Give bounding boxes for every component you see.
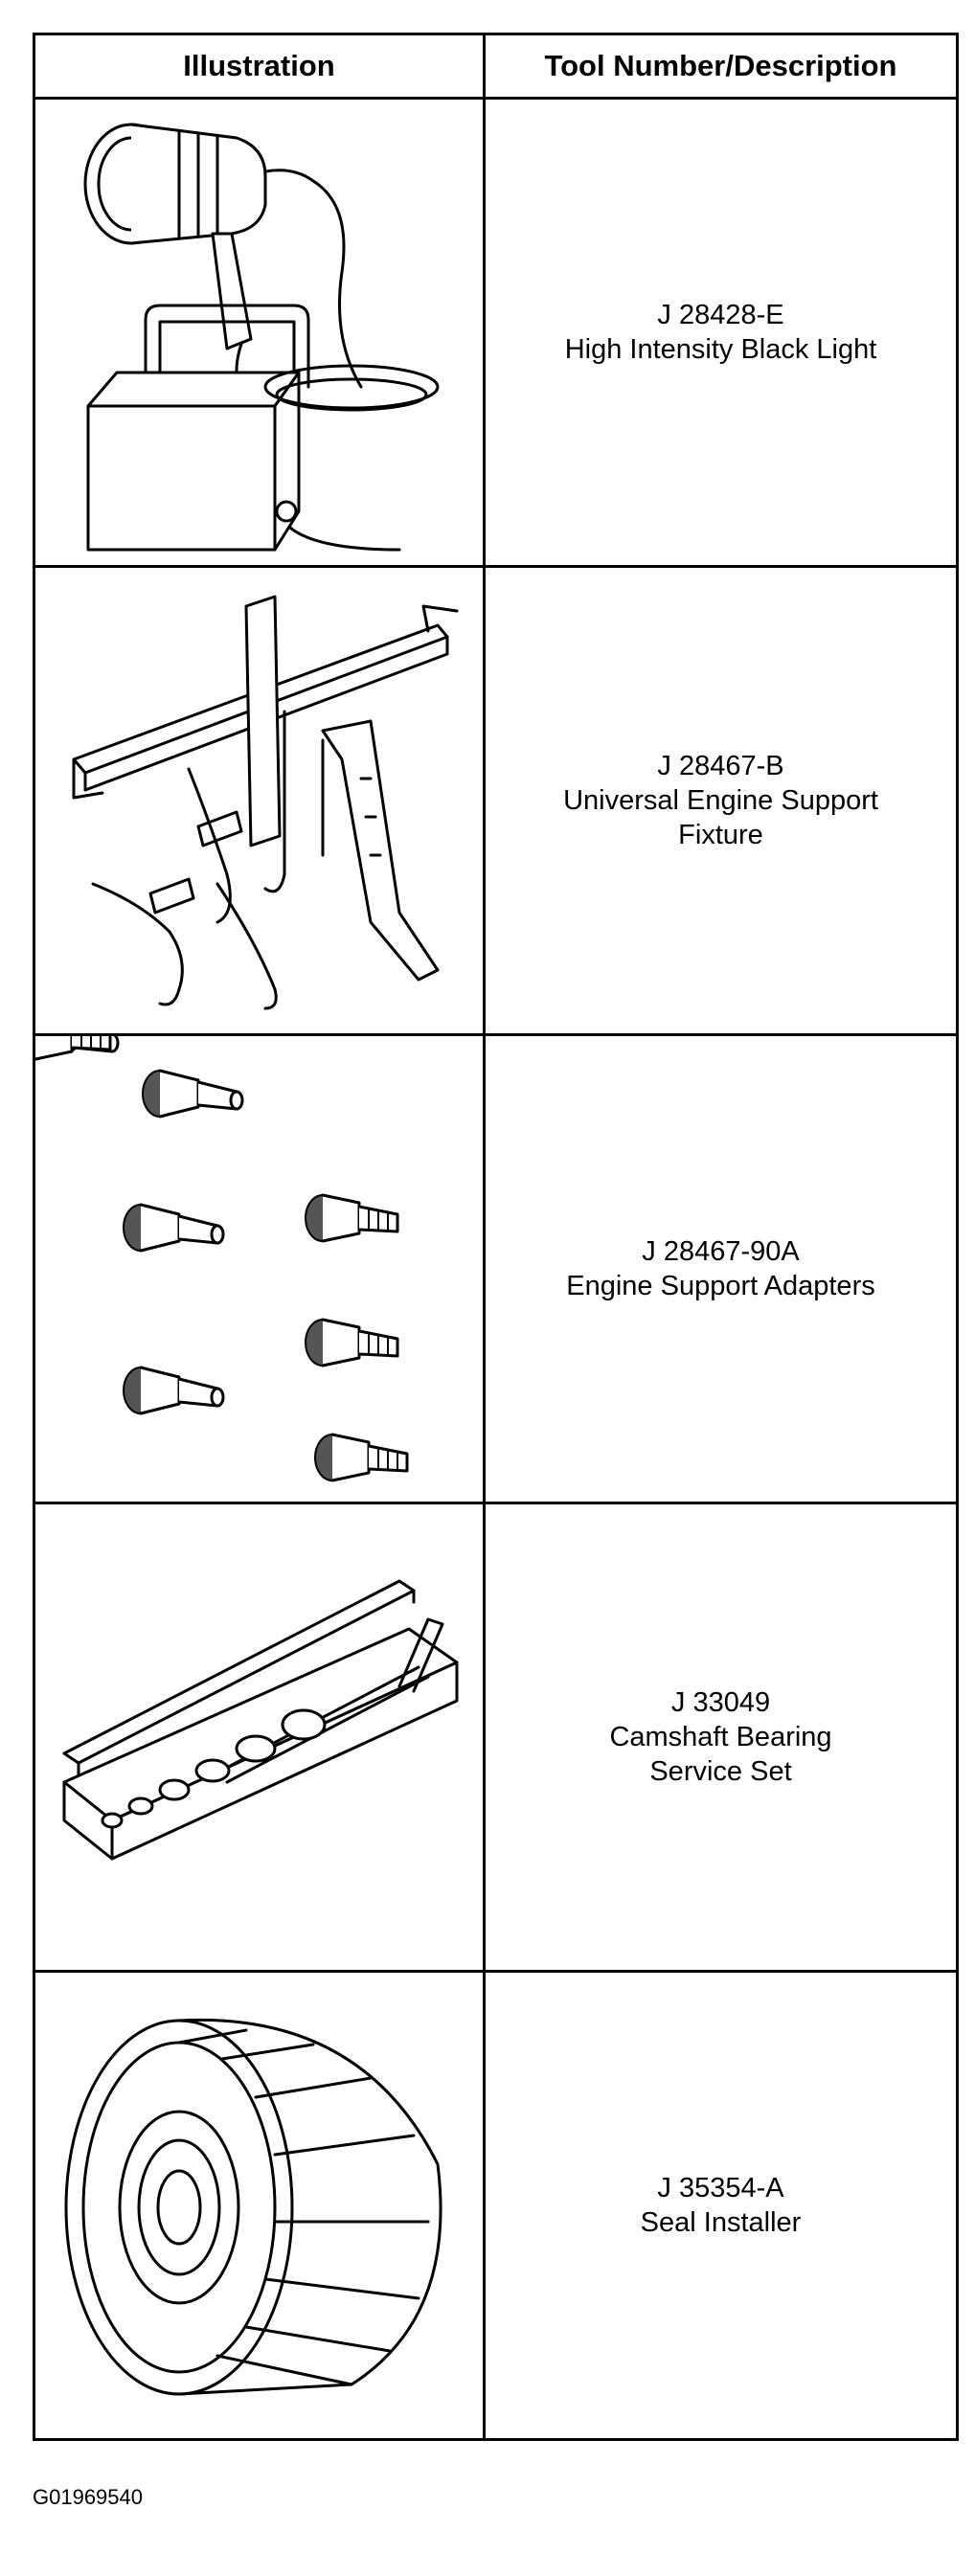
black-light-icon xyxy=(83,123,440,552)
table-row: J 28467-B Universal Engine Support Fixtu… xyxy=(33,565,959,1036)
tool-description-line: Service Set xyxy=(649,1756,792,1787)
header-tool-description: Tool Number/Description xyxy=(483,33,959,100)
tool-number: J 28467-90A xyxy=(642,1236,800,1267)
table-header-row: Illustration Tool Number/Description xyxy=(33,33,959,100)
table-row: J 28467-90A Engine Support Adapters xyxy=(33,1033,959,1504)
special-tools-table: Illustration Tool Number/Description xyxy=(33,33,959,2441)
illustration-cell xyxy=(33,565,486,1036)
illustration-cell xyxy=(33,1033,486,1504)
tool-number: J 28428-E xyxy=(657,300,784,330)
illustration-cell xyxy=(33,1970,486,2441)
illustration-cell xyxy=(33,97,486,568)
header-illustration: Illustration xyxy=(33,33,486,100)
figure-id: G01969540 xyxy=(33,2485,143,2509)
engine-support-fixture-icon xyxy=(72,595,459,1010)
tool-description: High Intensity Black Light xyxy=(564,334,877,365)
tool-number: J 35354-A xyxy=(657,2173,784,2203)
tool-description-cell: J 28467-90A Engine Support Adapters xyxy=(483,1033,959,1504)
tool-number: J 28467-B xyxy=(657,751,784,781)
tool-description: Engine Support Adapters xyxy=(566,1271,875,1301)
table-row: J 35354-A Seal Installer xyxy=(33,1970,959,2441)
tool-description-line: Fixture xyxy=(678,820,763,850)
bearing-service-set-icon xyxy=(62,1579,459,1861)
support-adapters-icon xyxy=(35,1036,409,1482)
illustration-cell xyxy=(33,1502,486,1973)
tool-description-cell: J 28428-E High Intensity Black Light xyxy=(483,97,959,568)
seal-installer-icon xyxy=(64,2018,442,2396)
tool-description-cell: J 35354-A Seal Installer xyxy=(483,1970,959,2441)
tool-number: J 33049 xyxy=(670,1687,771,1718)
tool-description-cell: J 28467-B Universal Engine Support Fixtu… xyxy=(483,565,959,1036)
tool-description: Seal Installer xyxy=(640,2207,802,2238)
tool-description-cell: J 33049 Camshaft Bearing Service Set xyxy=(483,1502,959,1973)
tool-description-line: Universal Engine Support xyxy=(563,785,878,816)
table-row: J 28428-E High Intensity Black Light xyxy=(33,97,959,568)
table-row: J 33049 Camshaft Bearing Service Set xyxy=(33,1502,959,1973)
tool-description-line: Camshaft Bearing xyxy=(609,1722,832,1752)
